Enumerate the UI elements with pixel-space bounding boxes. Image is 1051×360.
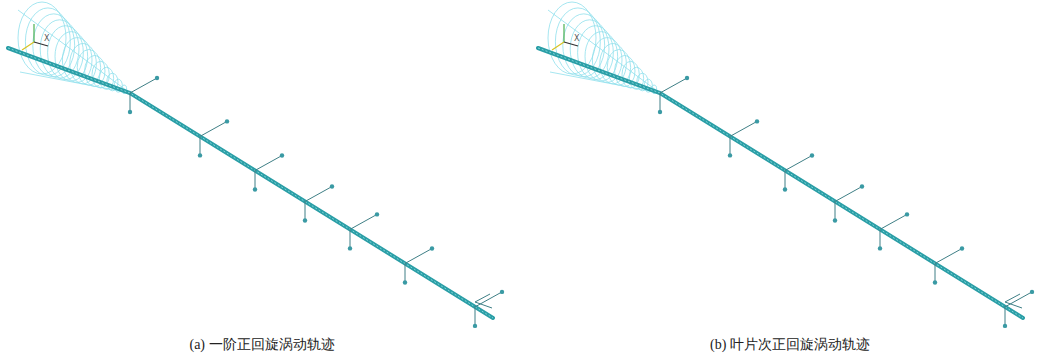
- disc-station: [728, 119, 759, 157]
- whirl-panel: [8, 2, 504, 328]
- disc-station: [403, 246, 434, 284]
- orbit-envelope: [548, 10, 660, 93]
- rotor-shaft: [8, 48, 493, 318]
- disc-station: [783, 153, 814, 191]
- whirl-orbit: [18, 2, 66, 74]
- disc-station: [473, 290, 504, 328]
- axis-y: [33, 24, 34, 42]
- axis-y: [563, 24, 564, 42]
- disc-station: [348, 212, 379, 250]
- disc-station: [1003, 290, 1034, 328]
- whirl-orbit: [33, 14, 75, 77]
- disc-station: [658, 76, 689, 114]
- disc-station: [253, 153, 284, 191]
- axis-z: [22, 42, 34, 50]
- shaft-mesh: [8, 48, 493, 318]
- bearing-mark: [475, 294, 492, 308]
- subfigure-caption: (a) 一阶正回旋涡动轨迹: [189, 336, 334, 354]
- axis-label: X: [574, 34, 579, 43]
- bearing-mark: [1005, 294, 1022, 308]
- whirl-orbit: [25, 8, 70, 75]
- axis-z: [552, 42, 564, 50]
- orbit-envelope: [18, 10, 130, 93]
- whirl-orbit: [570, 20, 609, 78]
- subfigure-caption: (b) 叶片次正回旋涡动轨迹: [710, 336, 870, 354]
- rotor-shaft: [538, 48, 1023, 318]
- shaft-mesh: [538, 48, 1023, 318]
- disc-station: [128, 76, 159, 114]
- whirl-orbit: [555, 8, 600, 75]
- disc-station: [933, 246, 964, 284]
- disc-station: [878, 212, 909, 250]
- whirl-panel: [538, 2, 1034, 328]
- disc-station: [198, 119, 229, 157]
- whirl-orbit: [548, 2, 596, 74]
- axis-label: X: [44, 34, 49, 43]
- whirl-orbit: [563, 14, 605, 77]
- whirl-orbit: [40, 20, 79, 78]
- disc-station: [833, 184, 864, 222]
- disc-station: [303, 184, 334, 222]
